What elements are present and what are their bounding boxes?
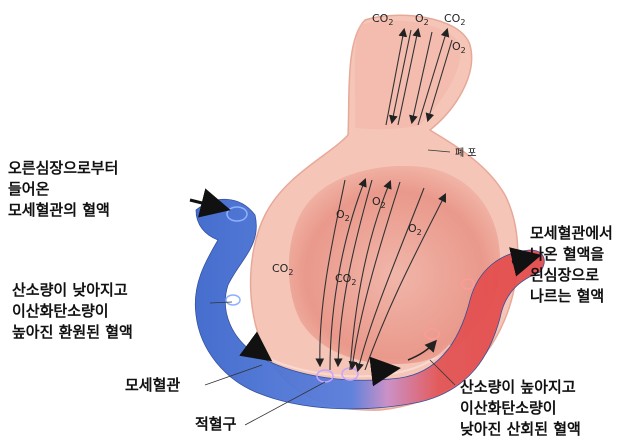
incoming-line-3: 모세혈관의 혈액 [8, 200, 118, 221]
outgoing-blood-label: 모세혈관에서 나온 혈액을 왼심장으로 나르는 혈액 [530, 223, 613, 307]
reduced-line-2: 이산화탄소량이 [12, 301, 133, 322]
lung-label: 폐 포 [455, 143, 477, 164]
oxidized-line-1: 산소량이 높아지고 [460, 377, 581, 398]
red-cell-label: 적혈구 [195, 414, 236, 435]
outgoing-line-3: 왼심장으로 [530, 265, 613, 286]
incoming-line-1: 오른심장으로부터 [8, 158, 118, 179]
outgoing-line-2: 나온 혈액을 [530, 244, 613, 265]
reduced-line-1: 산소량이 낮아지고 [12, 280, 133, 301]
top-gas-label: CO2 [444, 12, 465, 27]
oxidized-line-2: 이산화탄소량이 [460, 398, 581, 419]
top-gas-label: CO2 [372, 12, 393, 27]
top-gas-label: O2 [415, 12, 429, 27]
oxidized-line-3: 낮아진 산회된 혈액 [460, 419, 581, 440]
outgoing-line-1: 모세혈관에서 [530, 223, 613, 244]
oxidized-blood-label: 산소량이 높아지고 이산화탄소량이 낮아진 산회된 혈액 [460, 377, 581, 440]
reduced-line-3: 높아진 환원된 혈액 [12, 322, 133, 343]
outgoing-line-4: 나르는 혈액 [530, 286, 613, 307]
incoming-blood-label: 오른심장으로부터 들어온 모세혈관의 혈액 [8, 158, 118, 221]
incoming-line-2: 들어온 [8, 179, 118, 200]
reduced-blood-label: 산소량이 낮아지고 이산화탄소량이 높아진 환원된 혈액 [12, 280, 133, 343]
capillary-label: 모세혈관 [125, 375, 180, 396]
